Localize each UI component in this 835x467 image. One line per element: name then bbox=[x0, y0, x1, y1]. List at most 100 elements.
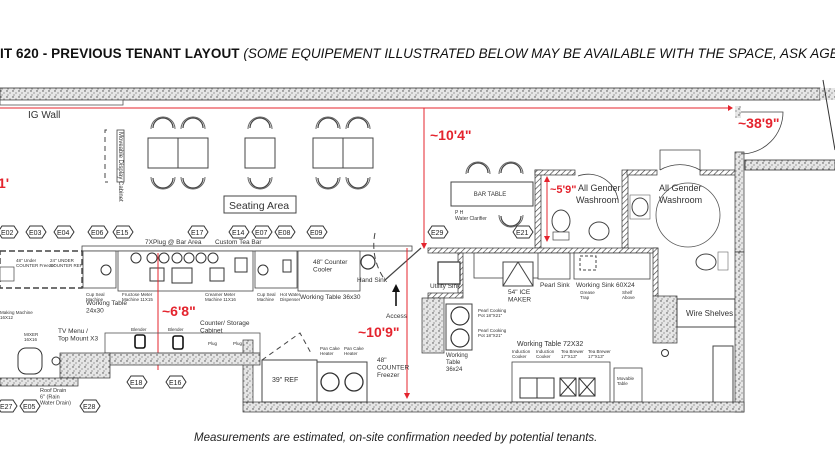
title-main: IT 620 - PREVIOUS TENANT LAYOUT bbox=[0, 46, 240, 61]
blender-1-label: Blender bbox=[131, 327, 147, 332]
washroom-2: ~38'9" All Gender Washroom bbox=[626, 106, 784, 271]
page-title: IT 620 - PREVIOUS TENANT LAYOUT (SOME EQ… bbox=[0, 46, 835, 61]
ig-wall-label: IG Wall bbox=[28, 110, 60, 121]
bar-counter bbox=[0, 245, 413, 292]
seating-area: Seating Area bbox=[147, 116, 374, 214]
bar-table: BAR TABLE bbox=[450, 161, 534, 228]
tag-e09: E09 bbox=[306, 225, 328, 239]
ig-wall bbox=[0, 99, 124, 106]
ref-39-label: 39" REF bbox=[272, 377, 298, 384]
svg-text:E04: E04 bbox=[57, 230, 70, 237]
svg-text:E16: E16 bbox=[169, 380, 182, 387]
tag-e02: E02 bbox=[0, 225, 19, 239]
seating-area-label: Seating Area bbox=[229, 200, 289, 212]
svg-text:E17: E17 bbox=[191, 230, 204, 237]
washroom-1: ~5'9" All Gender Washroom bbox=[534, 169, 629, 249]
tag-e27: E27 bbox=[0, 399, 18, 413]
svg-text:E05: E05 bbox=[23, 404, 36, 411]
tv-menu-label: TV Menu /Top Mount X3 bbox=[58, 328, 98, 342]
blender-2-label: Blender bbox=[168, 327, 184, 332]
utility-sink-label: Utility Sink bbox=[430, 283, 461, 290]
svg-text:E03: E03 bbox=[29, 230, 42, 237]
washroom-1-label-1: All Gender bbox=[578, 183, 621, 193]
tag-e21: E21 bbox=[512, 225, 534, 239]
plug-2-label: Plug bbox=[233, 341, 243, 346]
display-cabinet: Moveable Display Cabinet bbox=[104, 129, 125, 202]
tag-e16: E16 bbox=[165, 375, 187, 389]
dimension-height-seating: ~10'4" bbox=[430, 127, 472, 143]
tag-e15: E15 bbox=[112, 225, 134, 239]
tea-bar-label: Custom Tea Bar bbox=[215, 239, 262, 246]
tag-e08: E08 bbox=[274, 225, 296, 239]
svg-text:E28: E28 bbox=[83, 404, 96, 411]
svg-text:E08: E08 bbox=[278, 230, 291, 237]
svg-text:E07: E07 bbox=[255, 230, 268, 237]
dimension-total-length: ~38'9" bbox=[738, 115, 780, 131]
svg-text:E27: E27 bbox=[0, 404, 13, 411]
tag-e03: E03 bbox=[25, 225, 47, 239]
dimension-bar-gap: ~6'8" bbox=[162, 303, 196, 319]
tag-e28: E28 bbox=[79, 399, 101, 413]
svg-text:E09: E09 bbox=[310, 230, 323, 237]
access-label: Access bbox=[386, 313, 408, 320]
working-table-36-label: Working Table 36x30 bbox=[300, 294, 361, 301]
exterior-wall-right bbox=[820, 88, 835, 100]
svg-text:E14: E14 bbox=[232, 230, 245, 237]
tag-e04: E04 bbox=[53, 225, 75, 239]
tag-e18: E18 bbox=[126, 375, 148, 389]
equipment-tags: E02 E03 E04 E06 E15 E17 E14 E07 E08 E09 … bbox=[0, 225, 534, 413]
washroom-1-label-2: Washroom bbox=[576, 195, 619, 205]
washroom-2-label-1: All Gender bbox=[659, 183, 702, 193]
tag-e29: E29 bbox=[427, 225, 449, 239]
tag-e17: E17 bbox=[187, 225, 209, 239]
title-note: SOME EQUIPEMENT ILLUSTRATED BELOW MAY BE… bbox=[247, 46, 835, 61]
plug-1-label: Plug bbox=[208, 341, 218, 346]
svg-text:E15: E15 bbox=[116, 230, 129, 237]
tag-e14: E14 bbox=[228, 225, 250, 239]
washroom-2-label-2: Washroom bbox=[659, 195, 702, 205]
title-prefix: ( bbox=[239, 46, 248, 61]
svg-text:E02: E02 bbox=[1, 230, 14, 237]
dimension-kitchen-depth: ~10'9" bbox=[358, 324, 400, 340]
svg-text:E29: E29 bbox=[431, 230, 444, 237]
plug-bar-label: 7XPlug @ Bar Area bbox=[145, 239, 202, 246]
pearl-sink-label: Pearl Sink bbox=[540, 282, 570, 289]
dimension-washroom: ~5'9" bbox=[550, 184, 577, 196]
exterior-wall-top bbox=[0, 87, 821, 101]
dimension-left: 1' bbox=[0, 175, 9, 191]
display-cabinet-label: Moveable Display Cabinet bbox=[117, 132, 123, 202]
working-sink-label: Working Sink 60X24 bbox=[576, 282, 635, 289]
svg-text:E21: E21 bbox=[516, 230, 529, 237]
bar-table-label: BAR TABLE bbox=[474, 192, 506, 198]
hand-sink-label: Hand Sink bbox=[357, 277, 388, 284]
working-table-72-label: Working Table 72X32 bbox=[517, 341, 583, 348]
tag-e07: E07 bbox=[251, 225, 273, 239]
